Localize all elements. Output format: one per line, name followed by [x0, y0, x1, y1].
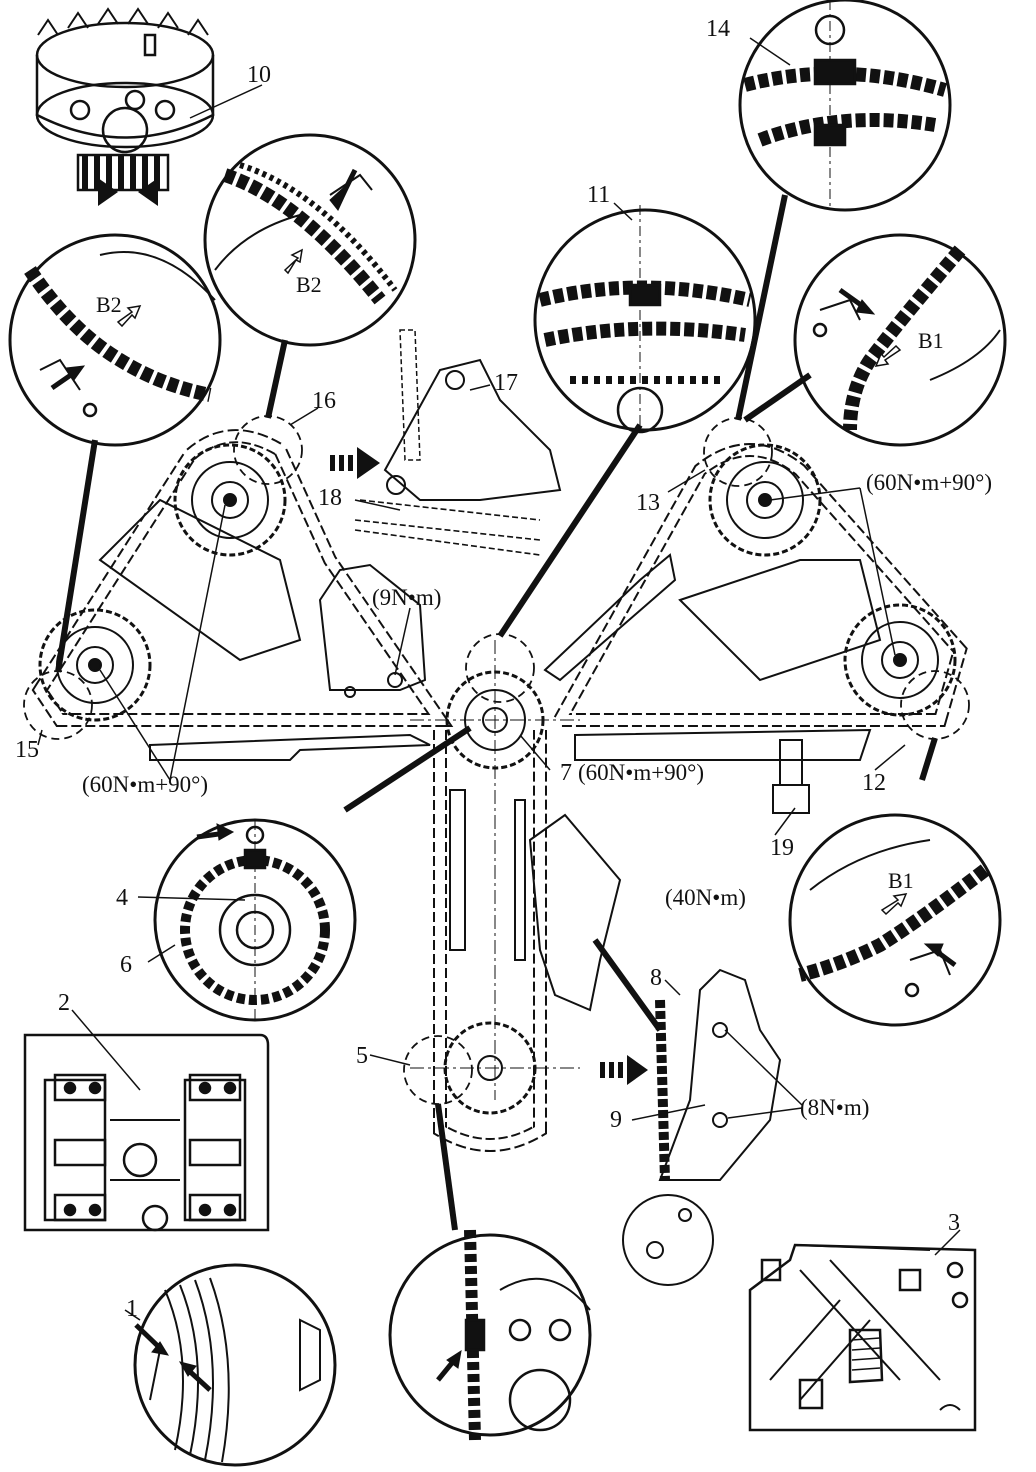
guide-bracket-9nm [318, 563, 427, 698]
cam-sprocket-right-lower [843, 603, 957, 717]
inset-detail-b2-upper [203, 133, 417, 347]
callout-numbers: 1 2 3 4 5 6 7 8 9 10 11 12 13 14 15 16 1… [15, 16, 960, 1322]
callout-16: 16 [312, 388, 336, 414]
callout-5: 5 [356, 1043, 368, 1069]
mark-b1-upper: B1 [918, 328, 944, 353]
inset-detail-1 [133, 1263, 337, 1467]
callout-2: 2 [58, 990, 70, 1016]
cam-phaser-10 [35, 7, 215, 192]
b2-left-arrow [50, 365, 86, 391]
b1-lower-arrow [923, 943, 957, 968]
torque-cam-right: (60N•m+90°) [866, 470, 992, 495]
torque-tensioner-19: (40N•m) [665, 885, 746, 910]
inset-detail-14 [738, 0, 952, 212]
cam-sprocket-right-upper [708, 443, 822, 557]
torque-guide-bolt: (9N•m) [372, 585, 441, 610]
callout-17: 17 [494, 370, 518, 396]
block-detail-3 [748, 1243, 977, 1432]
b1-upper-arrow [838, 287, 876, 315]
left-bank-guide [98, 498, 302, 662]
push-arrow-8 [600, 1055, 648, 1085]
connector-lines [55, 194, 938, 1231]
inset-1-arrows [134, 1323, 212, 1392]
b2-left-hollow-arrow [116, 305, 142, 328]
left-lower-guide [149, 733, 431, 761]
callout-12: 12 [862, 770, 886, 796]
b2-upper-arrow [329, 168, 358, 211]
mark-b1-lower: B1 [888, 868, 914, 893]
inset-detail-b1-lower [788, 813, 1002, 1027]
callout-9: 9 [610, 1107, 622, 1133]
torque-specs: (60N•m+90°) (60N•m+90°) (60N•m+90°) (9N•… [82, 470, 992, 1120]
mark-b2-left: B2 [96, 292, 122, 317]
torque-cam-left: (60N•m+90°) [82, 772, 208, 797]
primary-guide-right [514, 799, 526, 961]
main-chain-assembly [23, 329, 970, 1286]
callout-14: 14 [706, 16, 730, 42]
inset-4-6-arrow [196, 823, 235, 841]
inset-detail-11 [533, 205, 757, 434]
primary-guide-left [449, 789, 466, 951]
cam-cap-block-2 [23, 1033, 270, 1232]
b1-upper-hollow-arrow [874, 344, 902, 367]
callout-15: 15 [15, 737, 39, 763]
inset-detail-b2-left [8, 233, 222, 447]
leader-lines [37, 37, 961, 1321]
inset-detail-5 [388, 1229, 592, 1441]
push-arrow-17 [330, 447, 380, 479]
callout-7: 7 [560, 760, 572, 786]
cam-sprocket-left-upper [173, 443, 287, 557]
callout-10: 10 [247, 62, 271, 88]
inset-detail-4-6 [153, 818, 357, 1022]
torque-tensioner-bolts: (8N•m) [800, 1095, 869, 1120]
right-lower-guide [574, 728, 872, 761]
callout-8: 8 [650, 965, 662, 991]
callout-1: 1 [126, 1296, 138, 1322]
alignment-marks: B2 B2 B1 B1 [96, 272, 944, 893]
right-bank-guide [678, 559, 882, 682]
left-bank-chain [31, 429, 454, 727]
tensioner-19 [772, 739, 810, 814]
callout-18: 18 [318, 485, 342, 511]
phaser-arrows [98, 178, 158, 206]
right-upper-guide [543, 553, 677, 682]
callout-4: 4 [116, 885, 128, 911]
b1-lower-hollow-arrow [880, 893, 908, 916]
callout-11: 11 [587, 182, 610, 208]
tensioner-8-9 [528, 813, 782, 1286]
callout-6: 6 [120, 952, 132, 978]
callout-3: 3 [948, 1210, 960, 1236]
callout-19: 19 [770, 835, 794, 861]
inset-detail-b1-upper [793, 233, 1007, 447]
inset-5-arrow [436, 1349, 462, 1382]
torque-crank-sprocket: (60N•m+90°) [578, 760, 704, 785]
b2-upper-hollow-arrow [283, 248, 303, 275]
callout-13: 13 [636, 490, 660, 516]
tensioner-assembly-17-18 [354, 329, 562, 556]
mark-b2-upper: B2 [296, 272, 322, 297]
